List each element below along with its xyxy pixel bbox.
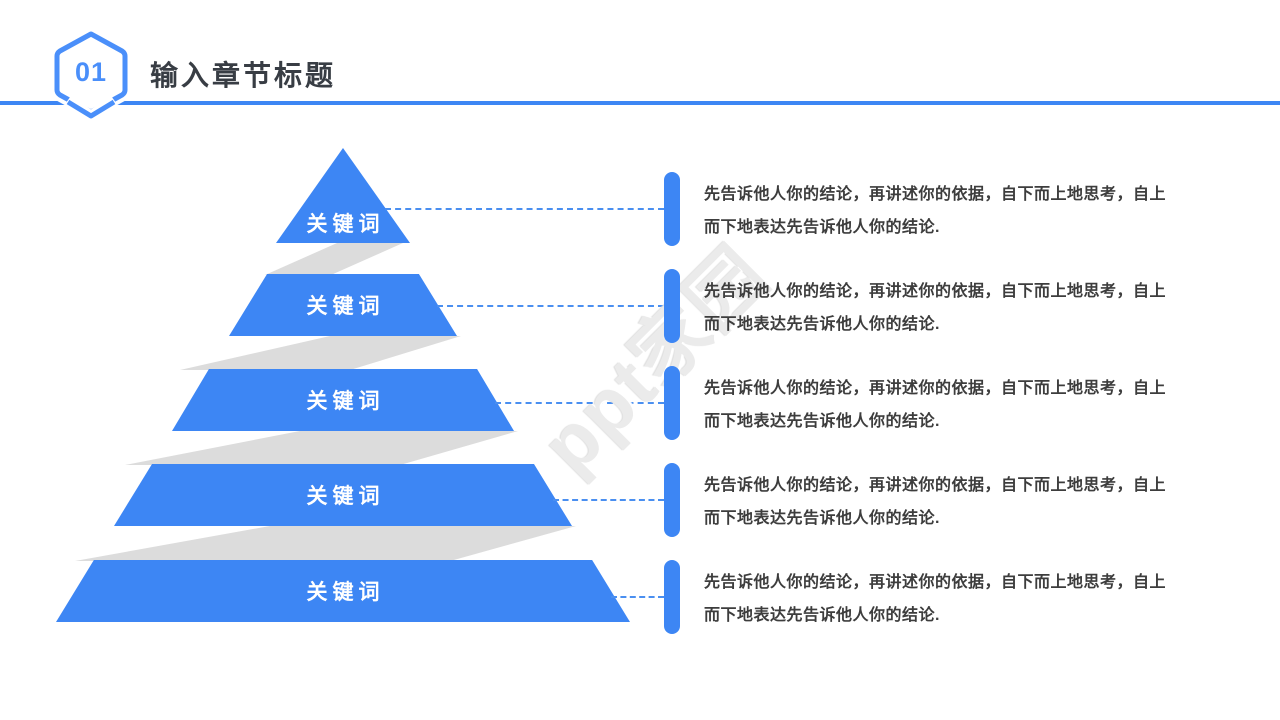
note-line-2: 而下地表达先告诉他人你的结论.	[704, 607, 940, 624]
badge-number: 01	[75, 57, 107, 87]
pyramid-level-label[interactable]: 关键词	[306, 295, 385, 318]
note-block-1: 先告诉他人你的结论，再讲述你的依据，自下而上地思考，自上 而下地表达先告诉他人你…	[664, 172, 1174, 246]
note-block-5: 先告诉他人你的结论，再讲述你的依据，自下而上地思考，自上 而下地表达先告诉他人你…	[664, 560, 1174, 634]
pyramid-level-2[interactable]: 关键词	[229, 274, 457, 336]
note-line-2: 而下地表达先告诉他人你的结论.	[704, 413, 940, 430]
note-accent-bar	[664, 560, 680, 634]
note-text[interactable]: 先告诉他人你的结论，再讲述你的依据，自下而上地思考，自上 而下地表达先告诉他人你…	[704, 178, 1174, 246]
note-accent-bar	[664, 172, 680, 246]
pyramid-level-label[interactable]: 关键词	[306, 485, 385, 508]
leader-dashed-line	[385, 208, 664, 210]
note-line-1: 先告诉他人你的结论，再讲述你的依据，自下而上地思考，自上	[704, 186, 1167, 203]
note-line-1: 先告诉他人你的结论，再讲述你的依据，自下而上地思考，自上	[704, 477, 1167, 494]
note-block-3: 先告诉他人你的结论，再讲述你的依据，自下而上地思考，自上 而下地表达先告诉他人你…	[664, 366, 1174, 440]
chapter-number-badge: 01	[52, 30, 130, 124]
page-title[interactable]: 输入章节标题	[150, 60, 337, 91]
note-line-2: 而下地表达先告诉他人你的结论.	[704, 316, 940, 333]
note-text[interactable]: 先告诉他人你的结论，再讲述你的依据，自下而上地思考，自上 而下地表达先告诉他人你…	[704, 275, 1174, 343]
note-line-2: 而下地表达先告诉他人你的结论.	[704, 219, 940, 236]
note-line-1: 先告诉他人你的结论，再讲述你的依据，自下而上地思考，自上	[704, 283, 1167, 300]
leader-dashed-line	[553, 499, 664, 501]
note-line-1: 先告诉他人你的结论，再讲述你的依据，自下而上地思考，自上	[704, 380, 1167, 397]
pyramid-shadow	[180, 336, 461, 370]
note-accent-bar	[664, 463, 680, 537]
pyramid-level-label[interactable]: 关键词	[306, 390, 385, 413]
leader-dashed-line	[611, 596, 664, 598]
pyramid-level-4[interactable]: 关键词	[114, 464, 572, 526]
header-accent-line	[0, 101, 1280, 105]
pyramid-level-5[interactable]: 关键词	[56, 560, 630, 622]
note-line-2: 而下地表达先告诉他人你的结论.	[704, 510, 940, 527]
note-accent-bar	[664, 366, 680, 440]
note-accent-bar	[664, 269, 680, 343]
pyramid-level-1[interactable]: 关键词	[276, 148, 410, 243]
note-block-4: 先告诉他人你的结论，再讲述你的依据，自下而上地思考，自上 而下地表达先告诉他人你…	[664, 463, 1174, 537]
note-line-1: 先告诉他人你的结论，再讲述你的依据，自下而上地思考，自上	[704, 574, 1167, 591]
note-text[interactable]: 先告诉他人你的结论，再讲述你的依据，自下而上地思考，自上 而下地表达先告诉他人你…	[704, 469, 1174, 537]
pyramid-shadow	[125, 431, 518, 465]
chevron-icon	[66, 99, 116, 119]
pyramid-shadow	[75, 526, 576, 561]
pyramid-level-label[interactable]: 关键词	[306, 213, 385, 236]
note-text[interactable]: 先告诉他人你的结论，再讲述你的依据，自下而上地思考，自上 而下地表达先告诉他人你…	[704, 566, 1174, 634]
pyramid-level-3[interactable]: 关键词	[172, 369, 514, 431]
leader-dashed-line	[495, 402, 664, 404]
pyramid-level-label[interactable]: 关键词	[306, 581, 385, 604]
note-block-2: 先告诉他人你的结论，再讲述你的依据，自下而上地思考，自上 而下地表达先告诉他人你…	[664, 269, 1174, 343]
note-text[interactable]: 先告诉他人你的结论，再讲述你的依据，自下而上地思考，自上 而下地表达先告诉他人你…	[704, 372, 1174, 440]
pyramid-shadow	[265, 243, 403, 275]
leader-dashed-line	[437, 305, 664, 307]
